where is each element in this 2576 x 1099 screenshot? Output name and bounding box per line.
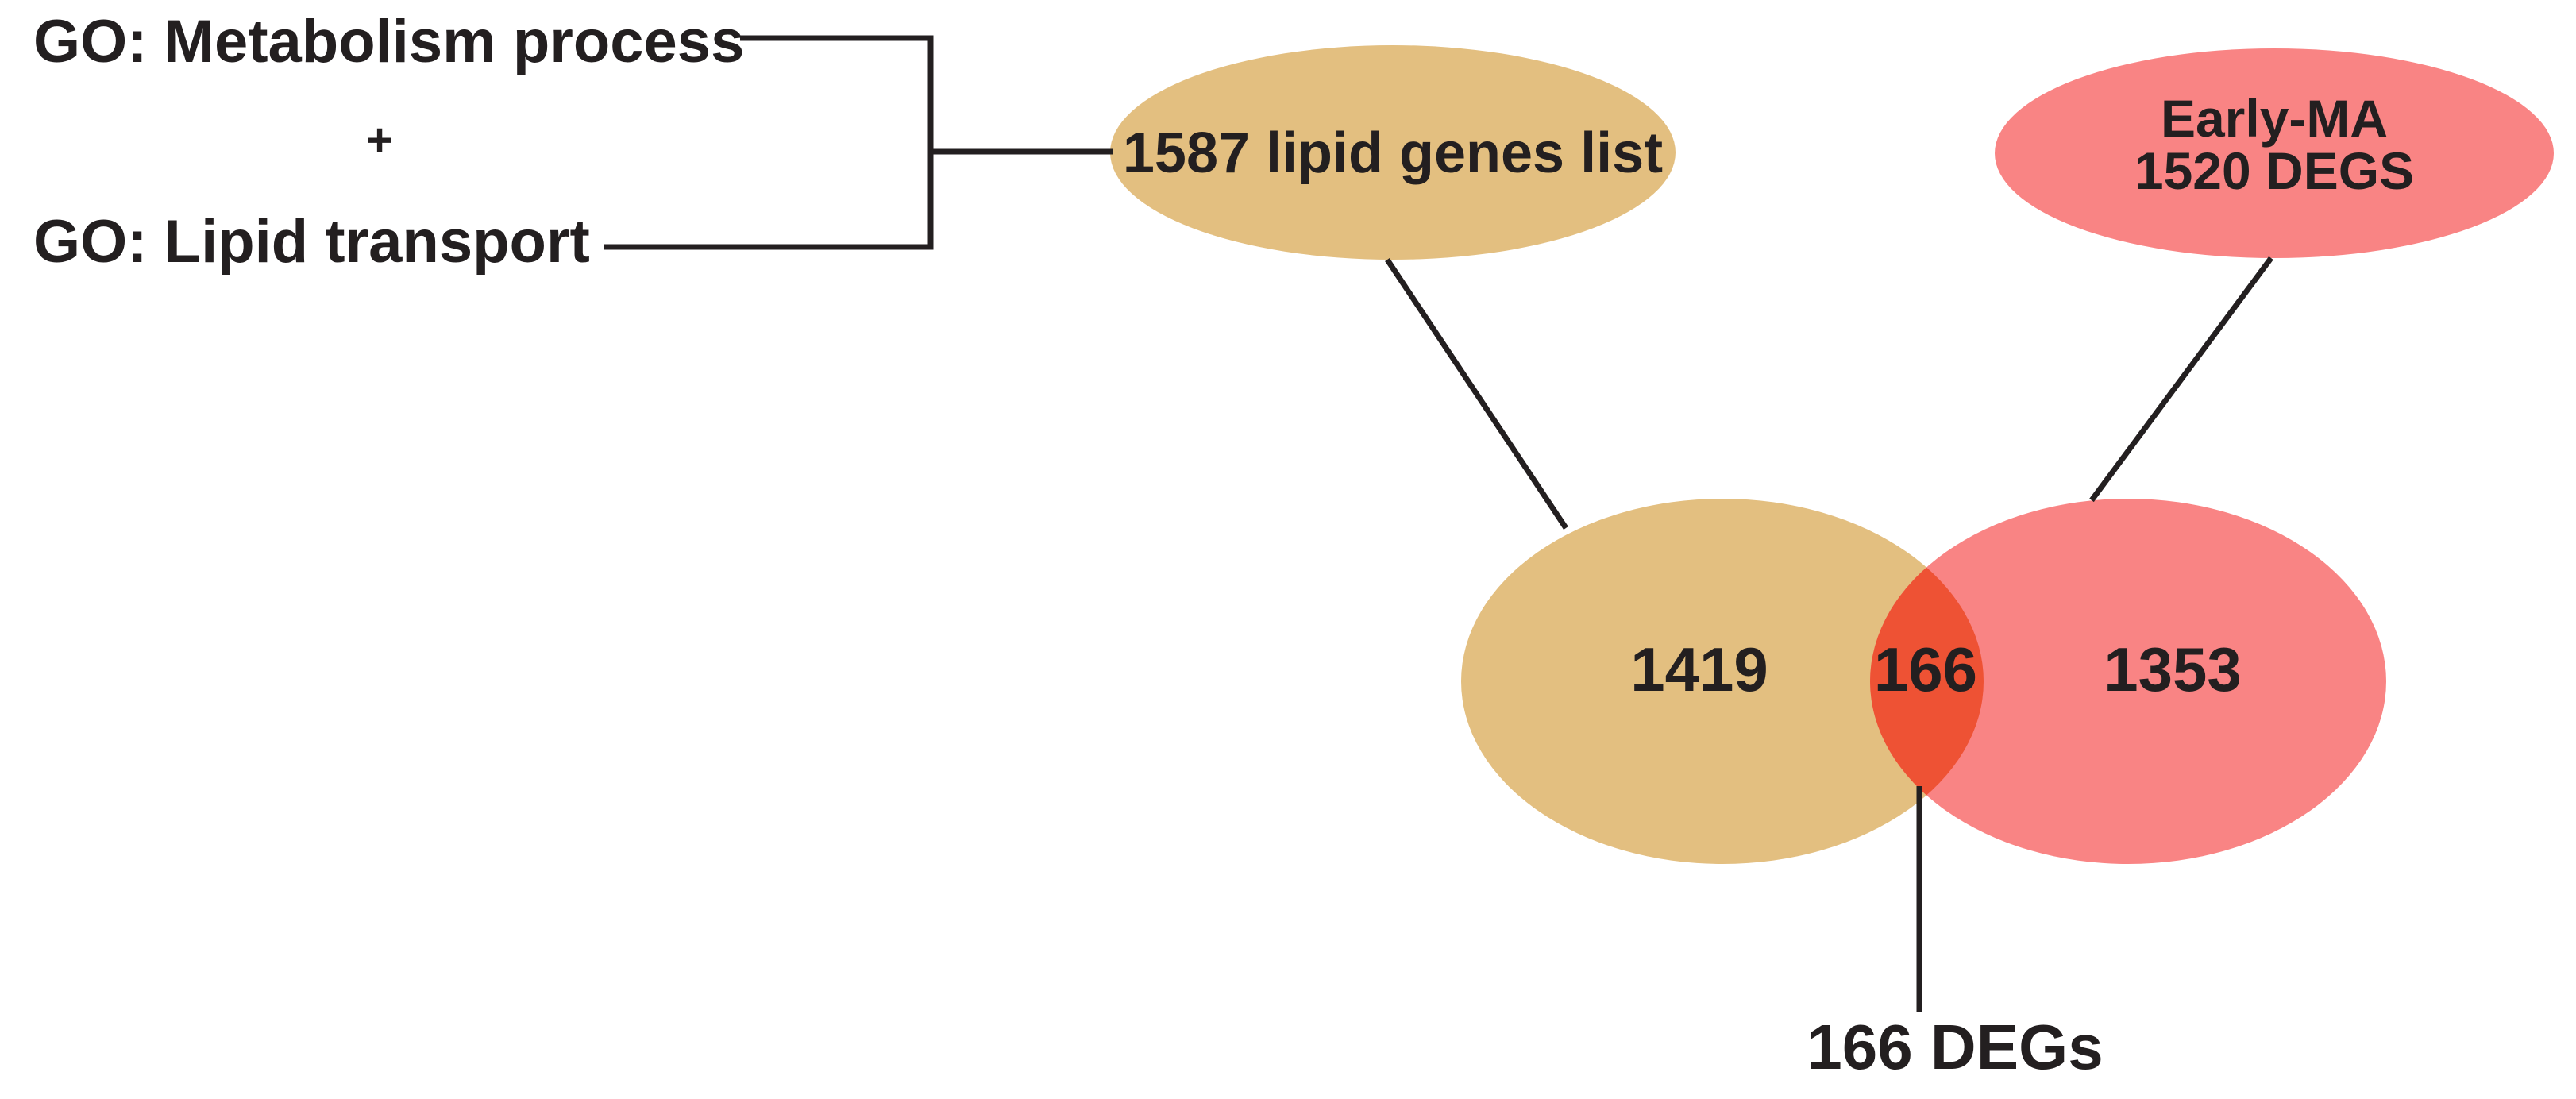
connector-line-lipid-to-venn — [1385, 258, 1568, 530]
bracket-connector — [604, 35, 1113, 250]
venn-overlap-count: 166 — [1874, 634, 1977, 704]
overlap-degs-label: 166 DEGs — [1807, 1012, 2104, 1082]
early-ma-label-line2: 1520 DEGS — [2134, 141, 2414, 200]
plus-sign: + — [366, 114, 393, 166]
lipid-genes-label: 1587 lipid genes list — [1123, 121, 1663, 185]
lipid-genes-ellipse — [1110, 45, 1676, 260]
venn-left-ellipse — [1461, 499, 1984, 864]
ellipse-shapes — [1110, 45, 2554, 864]
text-labels: GO: Metabolism process + GO: Lipid trans… — [33, 8, 2414, 1082]
go-lipid-transport-label: GO: Lipid transport — [33, 208, 590, 276]
connector-line-earlyma-to-venn — [2089, 256, 2273, 503]
venn-left-count: 1419 — [1630, 634, 1768, 704]
venn-right-ellipse — [1870, 499, 2386, 864]
venn-right-count: 1353 — [2104, 634, 2242, 704]
early-ma-ellipse — [1995, 48, 2554, 258]
connector-lines — [604, 35, 2273, 1012]
early-ma-label-line1: Early-MA — [2161, 89, 2388, 148]
go-metabolism-label: GO: Metabolism process — [33, 8, 744, 75]
